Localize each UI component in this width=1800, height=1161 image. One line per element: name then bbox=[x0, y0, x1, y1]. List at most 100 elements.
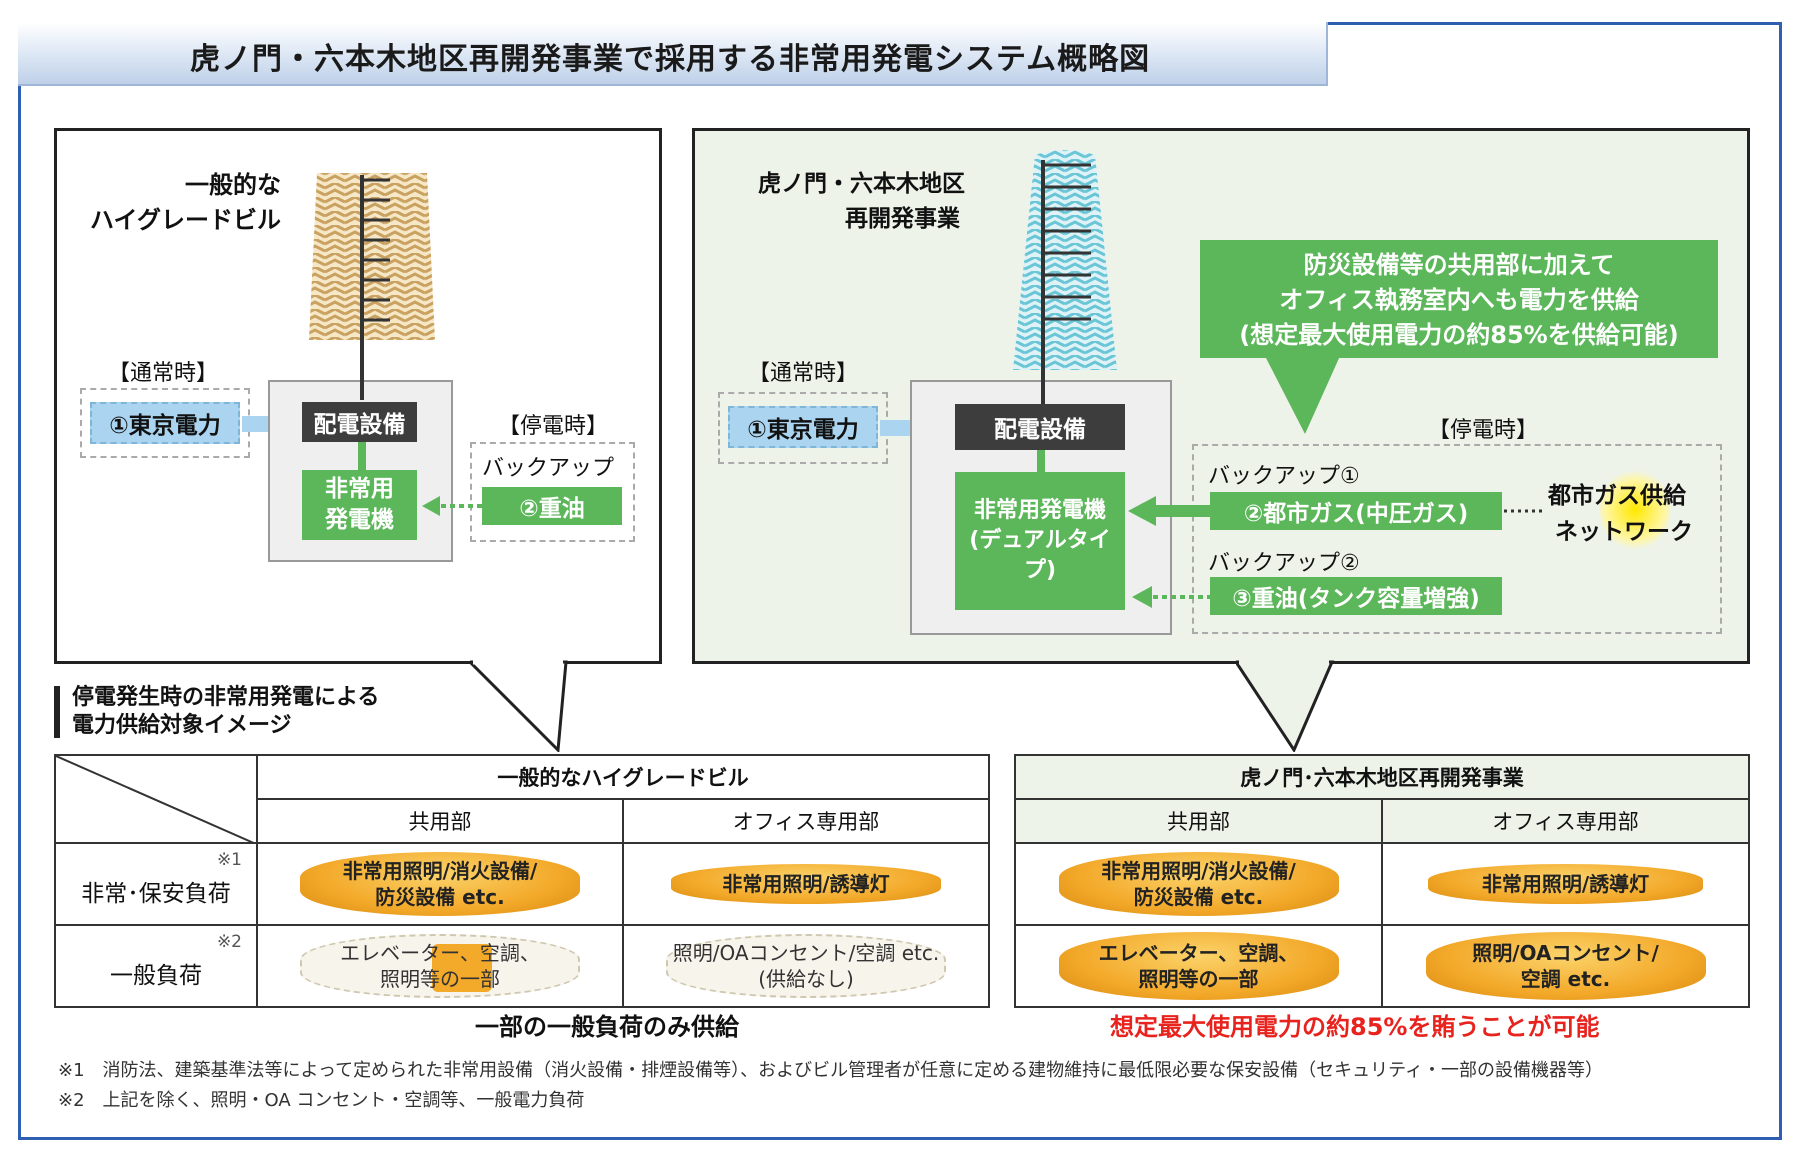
backup-2-label: バックアップ② bbox=[1208, 551, 1360, 576]
gas-network-label-1: 都市ガス供給 bbox=[1548, 483, 1686, 509]
title-bar bbox=[18, 22, 1328, 86]
right-r1c2: 非常用照明/誘導灯 bbox=[1381, 842, 1750, 926]
right-r2c1-line2: 照明等の一部 bbox=[1138, 967, 1259, 991]
right-r2c2-pill: 照明/OAコンセント/空調 etc. bbox=[1425, 932, 1706, 1000]
right-r2c2: 照明/OAコンセント/空調 etc. bbox=[1381, 924, 1750, 1008]
supply-callout-tail bbox=[1265, 356, 1340, 434]
left-col-office: オフィス専用部 bbox=[622, 798, 990, 844]
right-callout-tail bbox=[1236, 660, 1335, 752]
gas-network-link bbox=[1504, 509, 1544, 513]
high-grade-building-icon bbox=[309, 173, 435, 345]
right-r1c1-line1: 非常用照明/消火設備/ bbox=[1101, 859, 1296, 883]
footnote-2: ※2 上記を除く、照明・OA コンセント・空調等、一般電力負荷 bbox=[58, 1090, 585, 1111]
backup-1-label: バックアップ① bbox=[1208, 464, 1360, 489]
left-table-caption: 一部の一般負荷のみ供給 bbox=[475, 1013, 739, 1041]
row1-note: ※1 bbox=[216, 850, 242, 870]
left-building-label-2: ハイグレードビル bbox=[90, 206, 282, 234]
right-distribution-equipment: 配電設備 bbox=[955, 404, 1125, 450]
right-table-header: 虎ノ門･六本木地区再開発事業 bbox=[1014, 754, 1750, 800]
right-r1c1: 非常用照明/消火設備/防災設備 etc. bbox=[1014, 842, 1383, 926]
left-r1c1-pill: 非常用照明/消火設備/防災設備 etc. bbox=[300, 852, 580, 916]
right-panel bbox=[692, 128, 1750, 664]
supply-heading-2: 電力供給対象イメージ bbox=[72, 713, 292, 738]
row1-label: 非常･保安負荷 bbox=[81, 881, 231, 907]
right-generator-line2: (デュアルタイプ) bbox=[969, 528, 1111, 583]
left-r1c1-line1: 非常用照明/消火設備/ bbox=[342, 859, 538, 883]
right-col-common: 共用部 bbox=[1014, 798, 1383, 844]
left-r2c2-line1: 照明/OAコンセント/空調 etc. bbox=[672, 941, 940, 965]
left-r1c2-text: 非常用照明/誘導灯 bbox=[722, 872, 890, 896]
row-emergency-load: ※1 非常･保安負荷 bbox=[54, 842, 258, 926]
left-generator-line2: 発電機 bbox=[325, 507, 394, 533]
right-building-label-2: 再開発事業 bbox=[845, 206, 960, 232]
supply-callout: 防災設備等の共用部に加えて オフィス執務室内へも電力を供給 (想定最大使用電力の… bbox=[1200, 240, 1718, 358]
left-emergency-generator: 非常用発電機 bbox=[302, 470, 417, 540]
left-r1c1: 非常用照明/消火設備/防災設備 etc. bbox=[256, 842, 624, 926]
footnote-1: ※1 消防法、建築基準法等によって定められた非常用設備（消火設備・排煙設備等）、… bbox=[58, 1060, 1604, 1081]
left-riser-line bbox=[360, 345, 364, 400]
left-r1c1-line2: 防災設備 etc. bbox=[375, 885, 505, 909]
left-r2c1: エレベーター、空調、照明等の一部 bbox=[256, 924, 624, 1008]
gas-network-label-2: ネットワーク bbox=[1555, 519, 1693, 545]
left-r2c2-pill: 照明/OAコンセント/空調 etc.(供給なし) bbox=[666, 934, 946, 998]
right-dist-gen-link bbox=[1037, 450, 1045, 472]
row2-note: ※2 bbox=[216, 932, 242, 952]
partial-supply-mark bbox=[432, 944, 492, 992]
left-supply-table: 一般的なハイグレードビル 共用部 オフィス専用部 ※1 非常･保安負荷 非常用照… bbox=[54, 754, 990, 1008]
right-r1c1-line2: 防災設備 etc. bbox=[1133, 885, 1264, 909]
left-tepco-power: ①東京電力 bbox=[90, 402, 240, 444]
right-normal-label: 【通常時】 bbox=[748, 361, 859, 386]
redevelopment-tower-icon bbox=[1013, 150, 1117, 375]
heavy-oil-tank-fuel: ③重油(タンク容量増強) bbox=[1210, 577, 1502, 615]
left-r2c2: 照明/OAコンセント/空調 etc.(供給なし) bbox=[622, 924, 990, 1008]
right-r1c1-pill: 非常用照明/消火設備/防災設備 etc. bbox=[1058, 852, 1339, 916]
right-r1c2-pill: 非常用照明/誘導灯 bbox=[1428, 864, 1703, 904]
right-r2c2-line2: 空調 etc. bbox=[1520, 967, 1611, 991]
left-backup-label: バックアップ bbox=[482, 456, 615, 481]
left-r2c1-pill: エレベーター、空調、照明等の一部 bbox=[300, 934, 580, 998]
right-tepco-power: ①東京電力 bbox=[728, 406, 878, 448]
callout-line-1: 防災設備等の共用部に加えて bbox=[1303, 251, 1615, 279]
left-r2c1-line2: 照明等の一部 bbox=[380, 967, 500, 991]
row-general-load: ※2 一般負荷 bbox=[54, 924, 258, 1008]
right-building-label-1: 虎ノ門・六本木地区 bbox=[758, 171, 965, 197]
left-generator-line1: 非常用 bbox=[325, 475, 394, 502]
left-backup-box bbox=[470, 442, 635, 542]
right-r2c1-line1: エレベーター、空調、 bbox=[1098, 941, 1299, 965]
left-backup-arrow bbox=[422, 496, 482, 516]
heading-marker bbox=[54, 686, 60, 738]
left-normal-label: 【通常時】 bbox=[108, 361, 219, 386]
supply-heading-1: 停電発生時の非常用発電による bbox=[72, 685, 380, 710]
city-gas-arrow bbox=[1128, 496, 1214, 526]
left-r1c2: 非常用照明/誘導灯 bbox=[622, 842, 990, 926]
page-title: 虎ノ門・六本木地区再開発事業で採用する非常用発電システム概略図 bbox=[190, 42, 1151, 77]
corner-cell bbox=[54, 754, 258, 844]
left-table-header: 一般的なハイグレードビル bbox=[256, 754, 990, 800]
left-heavy-oil: ②重油 bbox=[482, 487, 622, 525]
right-supply-table: 虎ノ門･六本木地区再開発事業 共用部 オフィス専用部 非常用照明/消火設備/防災… bbox=[1014, 754, 1750, 1008]
heavy-oil-arrow bbox=[1132, 586, 1212, 608]
right-riser-line bbox=[1041, 370, 1045, 405]
left-dist-gen-link bbox=[358, 442, 366, 470]
right-col-office: オフィス専用部 bbox=[1381, 798, 1750, 844]
left-callout-tail bbox=[470, 660, 568, 752]
right-r2c2-line1: 照明/OAコンセント/ bbox=[1472, 941, 1659, 965]
left-outage-label: 【停電時】 bbox=[498, 414, 609, 439]
right-outage-label: 【停電時】 bbox=[1428, 418, 1539, 443]
right-dual-generator: 非常用発電機 (デュアルタイプ) bbox=[955, 472, 1125, 610]
gas-network-glow bbox=[1600, 470, 1670, 550]
right-r1c2-text: 非常用照明/誘導灯 bbox=[1481, 872, 1650, 896]
right-backup-box bbox=[1192, 444, 1722, 634]
row2-label: 一般負荷 bbox=[110, 963, 202, 989]
right-table-caption: 想定最大使用電力の約85%を賄うことが可能 bbox=[1110, 1013, 1600, 1041]
left-col-common: 共用部 bbox=[256, 798, 624, 844]
city-gas-fuel: ②都市ガス(中圧ガス) bbox=[1210, 492, 1502, 530]
left-r1c2-pill: 非常用照明/誘導灯 bbox=[671, 864, 941, 904]
right-generator-line1: 非常用発電機 bbox=[973, 498, 1106, 524]
left-r2c1-line1: エレベーター、空調、 bbox=[340, 941, 540, 965]
right-r2c1: エレベーター、空調、照明等の一部 bbox=[1014, 924, 1383, 1008]
callout-line-2: オフィス執務室内へも電力を供給 bbox=[1279, 285, 1639, 314]
left-distribution-equipment: 配電設備 bbox=[302, 402, 417, 442]
left-r2c2-line2: (供給なし) bbox=[758, 967, 854, 991]
right-r2c1-pill: エレベーター、空調、照明等の一部 bbox=[1058, 932, 1339, 1000]
